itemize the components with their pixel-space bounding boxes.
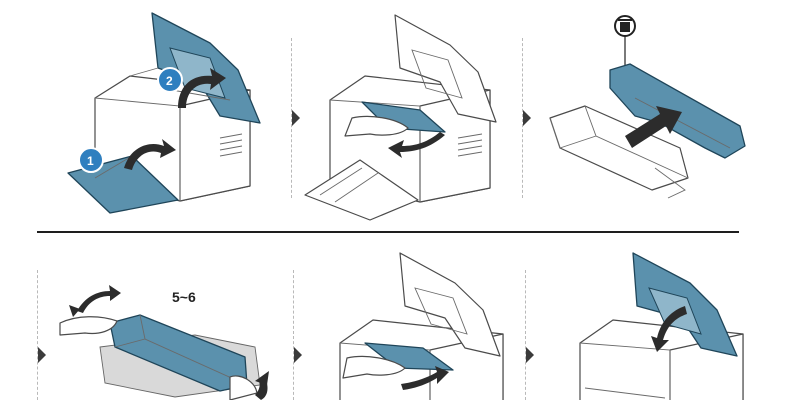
step-2-illustration: [300, 10, 505, 221]
rotate-arrow-icon: [124, 139, 176, 170]
push-arrow-icon: [625, 106, 682, 148]
svg-text:1: 1: [87, 154, 94, 168]
step-arrow-icon: [292, 110, 300, 126]
push-arrow-icon: [401, 366, 449, 390]
rotate-arrow-icon: [77, 285, 121, 313]
rotate-arrow-icon: [178, 68, 226, 108]
step-separator: [37, 270, 38, 400]
step-badge-1: 1: [78, 147, 104, 173]
step-separator: [293, 270, 294, 400]
step-arrow-icon: [294, 347, 302, 363]
step-6-illustration: [565, 248, 765, 400]
step-3-illustration: [540, 8, 755, 218]
trash-icon: [614, 15, 636, 70]
step-separator: [522, 38, 523, 198]
step-badge-2: 2: [157, 67, 183, 93]
section-divider: [37, 231, 739, 233]
step-separator: [291, 38, 292, 198]
push-arrow-icon: [388, 132, 445, 158]
step-4-illustration: [55, 285, 285, 400]
step-arrow-icon: [38, 347, 46, 363]
shake-count-label: 5~6: [172, 289, 196, 305]
step-arrow-icon: [526, 347, 534, 363]
step-separator: [525, 270, 526, 400]
step-arrow-icon: [523, 110, 531, 126]
step-1-illustration: 1 2: [60, 8, 265, 218]
step-5-illustration: [325, 248, 515, 400]
svg-text:2: 2: [166, 74, 173, 88]
rotate-arrow-icon: [651, 306, 687, 352]
